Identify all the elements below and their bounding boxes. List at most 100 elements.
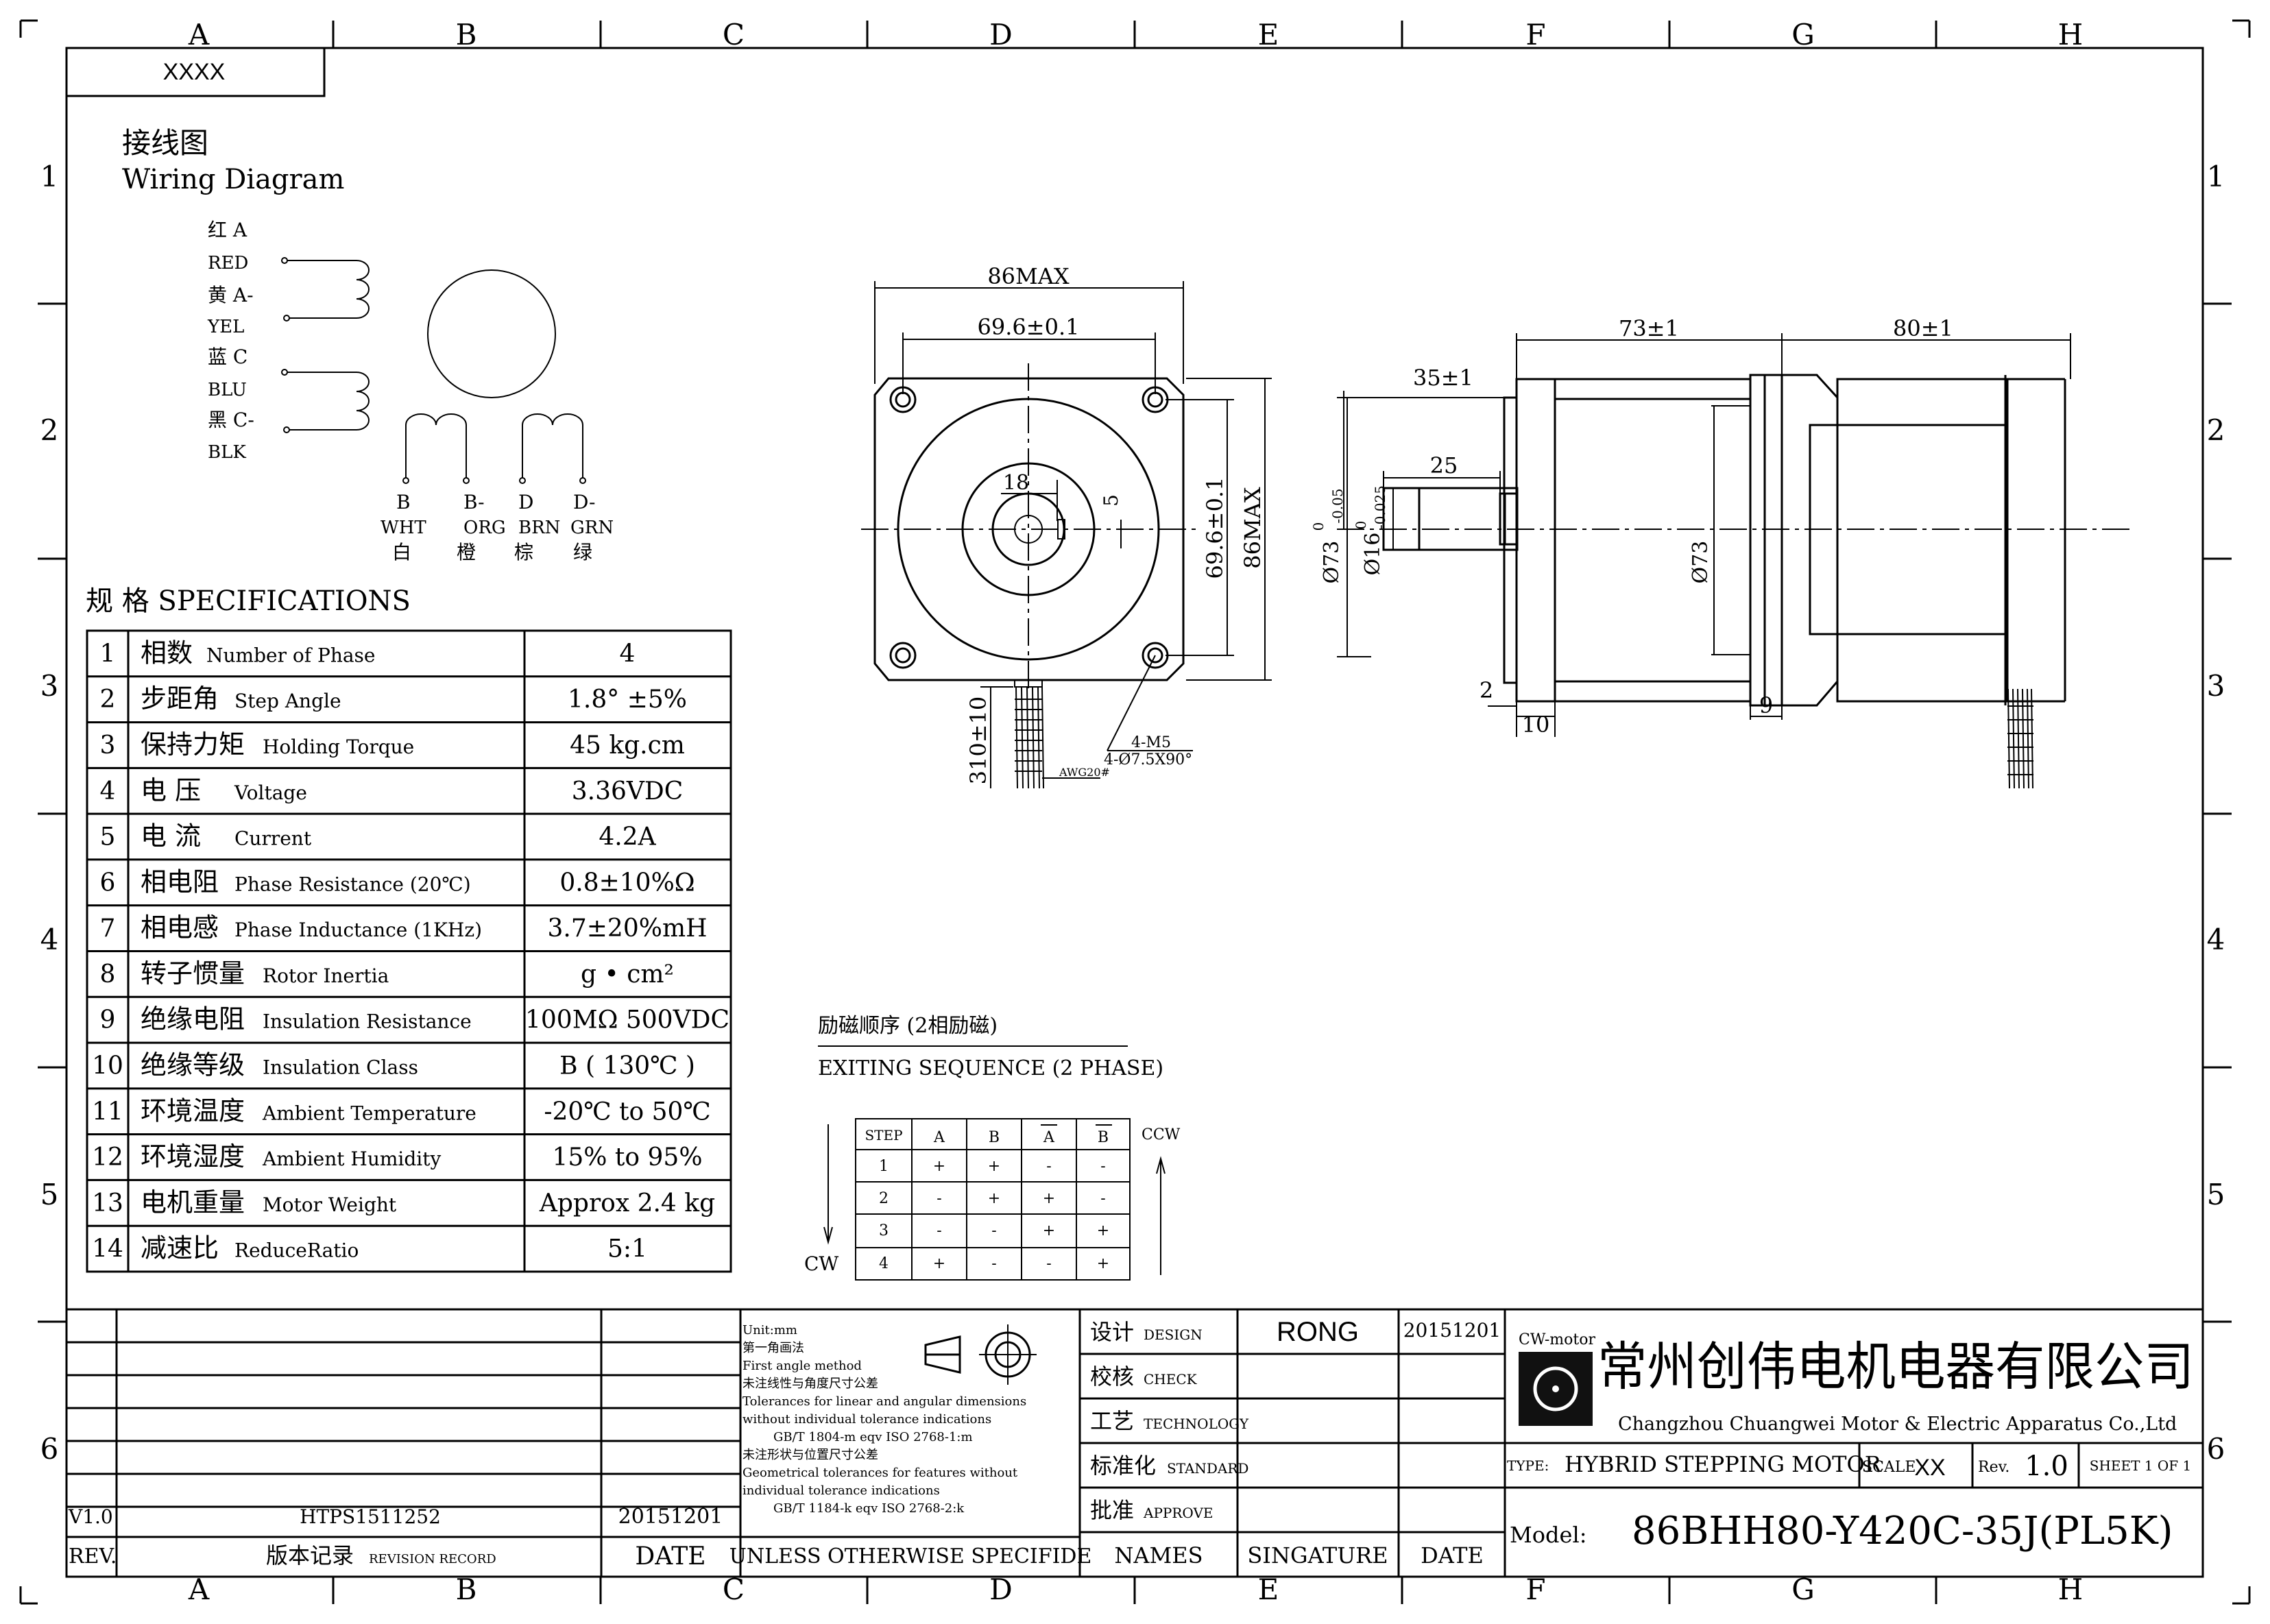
approval-date: 20151201	[1403, 1319, 1501, 1342]
spec-row-name-cn: 绝缘电阻	[141, 1004, 245, 1034]
scale-label: SCALE	[1862, 1459, 1916, 1476]
spec-row-name-cn: 电 压	[141, 775, 201, 805]
spec-row-name-cn: 环境湿度	[141, 1141, 245, 1172]
wire-label-cn: 黑 C-	[208, 409, 254, 431]
col-label-top: F	[1525, 18, 1545, 51]
spec-row-number: 13	[92, 1189, 123, 1217]
spec-row-value: 5:1	[607, 1235, 647, 1263]
sequence-header: B	[1098, 1129, 1109, 1146]
specs-title: 规 格 SPECIFICATIONS	[86, 585, 411, 617]
spec-row-value: 1.8° ±5%	[568, 686, 687, 714]
note-line: Geometrical tolerances for features with…	[742, 1466, 1018, 1480]
spec-row-value: 100MΩ 500VDC	[525, 1006, 729, 1034]
sequence-cw: CW	[804, 1252, 838, 1275]
sequence-cell: -	[1046, 1158, 1051, 1175]
col-label-bottom: E	[1258, 1573, 1279, 1606]
note-line: GB/T 1804-m eqv ISO 2768-1:m	[773, 1430, 973, 1444]
wire-label-en: RED	[208, 253, 248, 274]
sequence-cell: +	[988, 1190, 1000, 1207]
spec-row-name-en: Phase Resistance (20℃)	[234, 873, 471, 895]
spec-row-name-en: Ambient Temperature	[262, 1102, 476, 1124]
wire-letter: B-	[463, 491, 485, 513]
record-header-en: REVISION RECORD	[369, 1552, 496, 1566]
spec-row-name-cn: 相电感	[141, 912, 219, 943]
spec-row-number: 4	[100, 777, 116, 805]
col-label-bottom: A	[188, 1573, 210, 1606]
date-header-2: DATE	[1421, 1542, 1484, 1568]
sequence-cell: 1	[879, 1158, 889, 1175]
spec-row-name-cn: 电机重量	[141, 1187, 245, 1217]
wire-color-cn: 绿	[573, 541, 592, 563]
spec-row-name-cn: 相电阻	[141, 866, 219, 897]
spec-row-name-en: Number of Phase	[206, 644, 376, 666]
approval-role-en: APPROVE	[1143, 1505, 1214, 1521]
col-label-top: G	[1791, 18, 1815, 51]
col-label-bottom: D	[989, 1573, 1013, 1606]
sequence-header: B	[989, 1129, 1000, 1146]
sequence-cell: 2	[879, 1190, 889, 1207]
row-label-left: 4	[40, 923, 59, 956]
col-label-bottom: G	[1791, 1573, 1815, 1606]
model-label: Model:	[1510, 1522, 1586, 1548]
wire-label-cn: 红 A	[208, 219, 247, 241]
spec-row-name-en: Holding Torque	[263, 736, 414, 758]
sequence-cell: -	[1100, 1158, 1105, 1175]
tol-d16-upper: 0	[1353, 521, 1369, 530]
approval-role-en: TECHNOLOGY	[1144, 1416, 1249, 1432]
approval-role-cn: 批准	[1090, 1497, 1134, 1523]
spec-row-name-cn: 环境温度	[141, 1095, 245, 1126]
tol-d73-upper: 0	[1310, 522, 1327, 531]
note-line: 未注线性与角度尺寸公差	[742, 1377, 878, 1391]
logo-text: CW-motor	[1519, 1331, 1595, 1348]
spec-row-value: 4.2A	[599, 823, 656, 851]
sequence-cell: +	[933, 1255, 945, 1272]
spec-row-number: 7	[100, 914, 116, 943]
spec-row-name-en: Insulation Resistance	[263, 1010, 472, 1033]
sequence-cell: 3	[879, 1222, 889, 1239]
approval-role-en: DESIGN	[1144, 1326, 1203, 1343]
spec-row-number: 11	[92, 1098, 123, 1126]
col-label-top: C	[723, 18, 745, 51]
dim-9: 9	[1759, 692, 1773, 718]
spec-row-value: -20℃ to 50℃	[544, 1098, 710, 1126]
unless-specified: UNLESS OTHERWISE SPECIFIDE	[729, 1544, 1092, 1568]
wire-letter: D-	[573, 491, 595, 513]
wire-letter: B	[396, 491, 411, 513]
note-line: without individual tolerance indications	[742, 1412, 991, 1427]
approval-role-en: CHECK	[1144, 1371, 1198, 1387]
sheet-label: SHEET 1 OF 1	[2090, 1457, 2191, 1474]
spec-row-name-cn: 保持力矩	[141, 729, 245, 760]
sequence-title-en: EXITING SEQUENCE (2 PHASE)	[818, 1056, 1163, 1080]
spec-row-number: 8	[100, 960, 116, 989]
wire-label-cn: 蓝 C	[208, 346, 247, 368]
wire-color-cn: 橙	[457, 541, 476, 563]
dim-5: 5	[1100, 494, 1122, 507]
title-block: V1.0 HTPS1511252 20151201 REV. 版本记录 REVI…	[67, 1308, 2203, 1577]
spec-row-number: 3	[100, 731, 116, 760]
spec-row-value: 45 kg.cm	[570, 731, 685, 760]
sequence-title-cn: 励磁顺序 (2相励磁)	[818, 1014, 998, 1038]
note-line: Unit:mm	[742, 1323, 797, 1337]
model-value: 86BHH80-Y420C-35J(PL5K)	[1632, 1509, 2173, 1553]
sequence-header: A	[1043, 1129, 1055, 1146]
spec-row-name-cn: 绝缘等级	[141, 1050, 245, 1080]
wiring-title-en: Wiring Diagram	[122, 164, 344, 195]
row-label-right: 2	[2207, 413, 2225, 447]
spec-row-name-en: Phase Inductance (1KHz)	[234, 919, 482, 941]
spec-row-value: 0.8±10%Ω	[559, 869, 695, 897]
type-value: HYBRID STEPPING MOTOR	[1565, 1451, 1882, 1477]
spec-row-value: 15% to 95%	[552, 1143, 702, 1172]
spec-row-number: 5	[100, 823, 116, 851]
approval-role-cn: 工艺	[1090, 1408, 1134, 1434]
row-label-left: 6	[40, 1432, 59, 1466]
tol-d73-lower: -0.05	[1329, 488, 1346, 523]
dim-86max-right: 86MAX	[1240, 487, 1266, 569]
spec-row-name-en: Motor Weight	[263, 1193, 397, 1216]
scale-value: XX	[1914, 1455, 1945, 1481]
rev-header: REV.	[69, 1544, 117, 1568]
spec-row-number: 9	[100, 1006, 116, 1034]
dim-25: 25	[1430, 452, 1458, 478]
wire-label-en: BLK	[208, 442, 246, 463]
